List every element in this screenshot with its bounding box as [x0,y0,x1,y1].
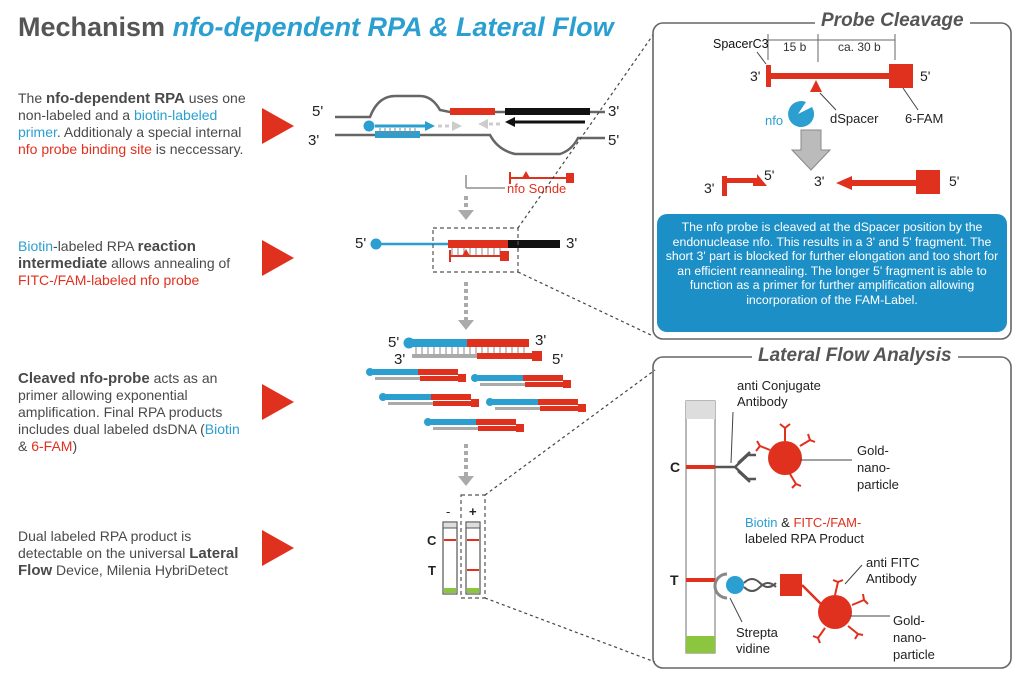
title-highlight: nfo-dependent RPA & Lateral Flow [172,12,614,42]
step-3-arrow-icon [262,384,294,420]
fam-label-icon [780,574,802,596]
product-copies [366,368,586,432]
flow-arrows [458,196,474,486]
svg-text:3': 3' [814,173,824,189]
strip-c-label: C [427,533,437,548]
step3-products: 5' 3' 3' 5' [366,332,586,432]
nfo-sonde-label: nfo Sonde [507,181,566,196]
step-2-text: Biotin-labeled RPA reaction intermediate… [18,238,231,288]
dspacer-label: dSpacer [830,111,879,126]
streptavidin-icon [713,572,728,600]
svg-text:5': 5' [355,235,366,252]
lateral-flow-panel: C T [652,356,1012,669]
lf-c-label: C [670,459,680,475]
length-30b: ca. 30 b [838,40,881,54]
lf-t-label: T [670,572,679,588]
strip-pos-label: + [469,504,477,519]
step1-dna: 5' 3' 3' 5' nfo Sonde [308,94,619,196]
svg-text:5': 5' [388,334,399,351]
page-title: Mechanism nfo-dependent RPA & Lateral Fl… [18,12,614,43]
title-prefix: Mechanism [18,12,166,42]
svg-text:3': 3' [750,68,760,84]
connector-lines [484,34,656,663]
s1-bot-5prime: 5' [608,132,619,149]
step4-strips: - + C T [427,494,486,599]
s1-top-5prime: 5' [312,103,323,120]
s1-bot-3prime: 3' [308,132,319,149]
s1-top-3prime: 3' [608,103,619,120]
gold-nanoparticle-1-label: Gold- nano- particle [857,443,899,492]
streptavidin-label: Strepta vidine [736,625,778,656]
gold-nanoparticle-2-icon [818,595,852,629]
strip-neg-label: - [446,504,450,519]
step-1-text: The nfo-dependent RPA uses one non-label… [18,90,246,157]
svg-text:3': 3' [394,351,405,368]
nfo-label: nfo [765,113,783,128]
anti-conjugate-antibody-icon [715,451,756,483]
gold-nanoparticle-1-icon [768,441,802,475]
gold-nanoparticle-2-label: Gold- nano- particle [893,613,935,662]
step-4-text: Dual labeled RPA product is detectable o… [18,528,239,579]
svg-text:5': 5' [920,68,930,84]
biotin-icon [726,576,744,594]
probe-cleavage-panel: 15 b ca. 30 b SpacerC3 3' 5' nfo dSpacer… [652,22,1012,340]
length-15b: 15 b [783,40,807,54]
anti-fitc-label: anti FITC Antibody [866,555,920,586]
labeled-product-label: Biotin & FITC-/FAM-labeled RPA Product [745,515,864,546]
cleavage-info-box: The nfo probe is cleaved at the dSpacer … [657,214,1007,332]
svg-text:3': 3' [535,332,546,349]
nfo-enzyme-icon [788,101,815,128]
anti-conjugate-label: anti Conjugate Antibody [737,378,821,409]
svg-text:5': 5' [552,351,563,368]
svg-text:5': 5' [949,173,959,189]
probe-cleavage-title: Probe Cleavage [815,10,970,32]
cleavage-down-arrow-icon [790,129,832,171]
fam-label: 6-FAM [905,111,943,126]
step2-intermediate: 5' 3' [355,227,577,273]
spacer-c3-label: SpacerC3 [713,37,769,51]
lateral-flow-title: Lateral Flow Analysis [752,345,958,367]
anti-fitc-antibody-icon [801,584,823,606]
strip-t-label: T [428,563,436,578]
svg-text:3': 3' [566,235,577,252]
step-1-arrow-icon [262,108,294,144]
svg-text:5': 5' [764,167,774,183]
svg-text:3': 3' [704,180,714,196]
step-2-arrow-icon [262,240,294,276]
step-3-text: Cleaved nfo-probe acts as an primer allo… [18,370,240,454]
step-4-arrow-icon [262,530,294,566]
